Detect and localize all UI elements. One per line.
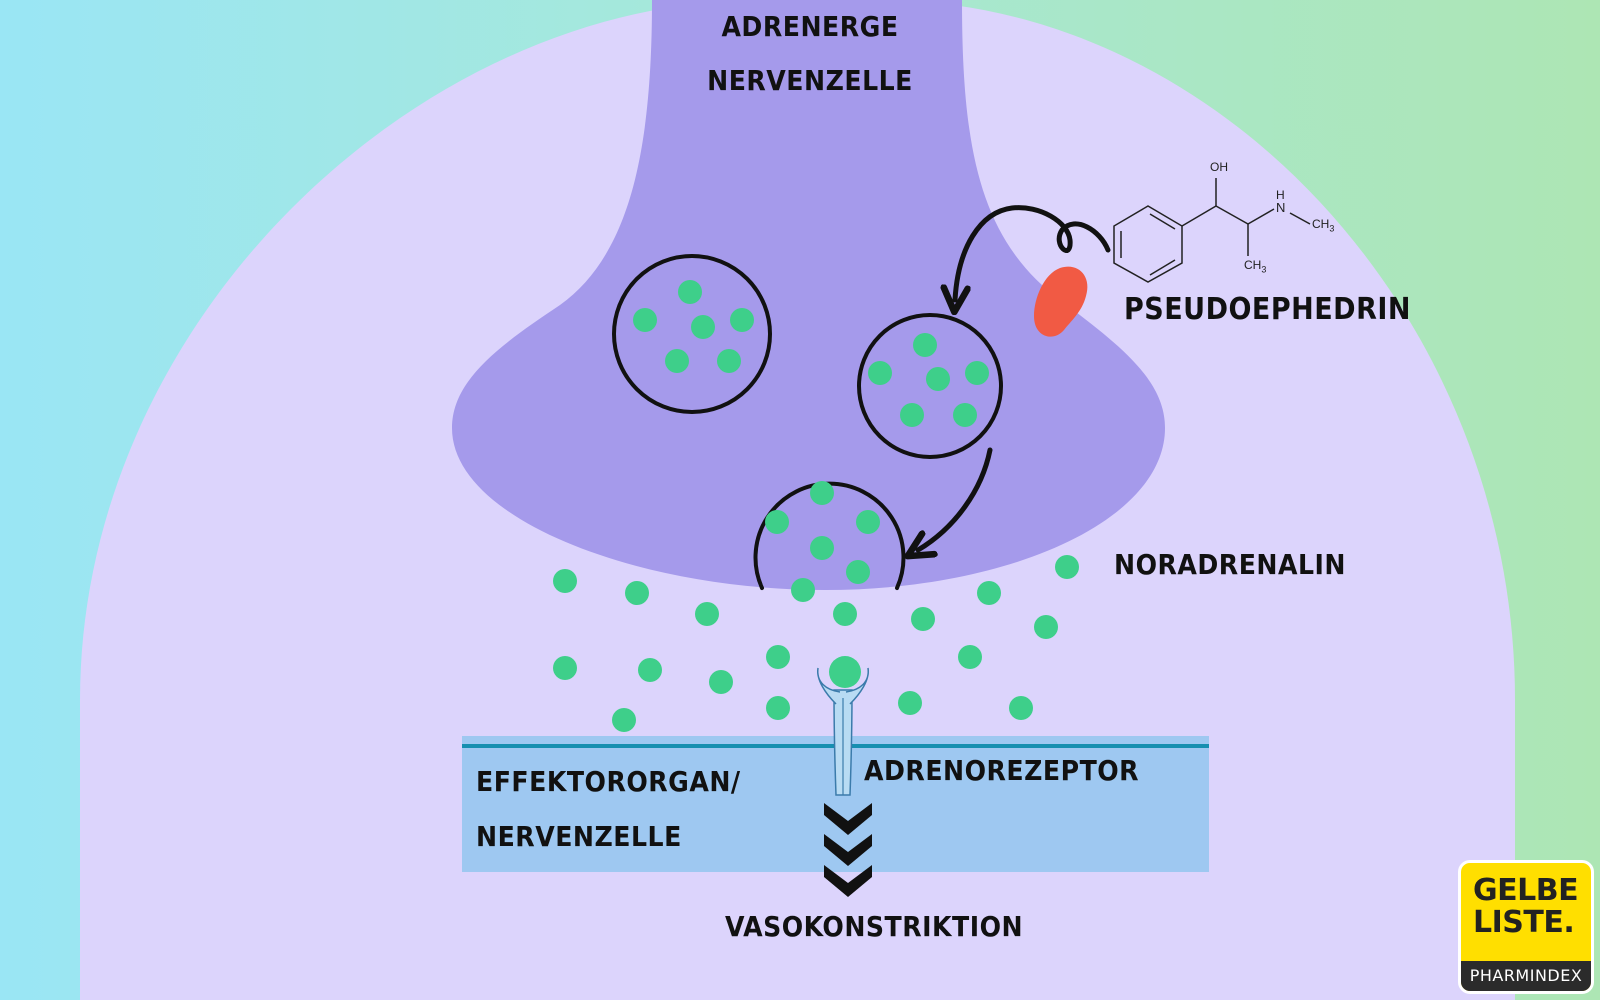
- noradrenalin-molecule: [717, 349, 741, 373]
- drug-label: PSEUDOEPHEDRIN: [1124, 292, 1411, 327]
- logo-text-line1: GELBE: [1473, 873, 1579, 908]
- effector-label-line2: NERVENZELLE: [476, 820, 682, 853]
- pseudoephedrin-molecule: [1034, 266, 1088, 337]
- vesicle: [612, 254, 772, 414]
- noradrenalin-molecule: [898, 691, 922, 715]
- noradrenalin-molecule: [678, 280, 702, 304]
- axon-terminal: [452, 0, 1165, 590]
- logo-subtitle: PHARMINDEX: [1461, 961, 1591, 991]
- noradrenalin-molecule: [730, 308, 754, 332]
- effect-label: VASOKONSTRIKTION: [725, 910, 1024, 943]
- noradrenalin-molecule: [665, 349, 689, 373]
- noradrenalin-molecule: [846, 560, 870, 584]
- noradrenalin-molecule: [1034, 615, 1058, 639]
- structure-formula: [1113, 178, 1311, 283]
- noradrenalin-molecule: [926, 367, 950, 391]
- noradrenalin-molecule: [638, 658, 662, 682]
- gelbe-liste-logo[interactable]: GELBE LISTE. PHARMINDEX: [1458, 860, 1594, 994]
- noradrenalin-molecule: [695, 602, 719, 626]
- logo-text-line2: LISTE.: [1473, 905, 1575, 940]
- noradrenalin-molecule: [1009, 696, 1033, 720]
- noradrenalin-molecule: [1055, 555, 1079, 579]
- noradrenalin-molecule: [612, 708, 636, 732]
- structure-oh: OH: [1210, 160, 1228, 174]
- structure-n: N: [1276, 200, 1286, 215]
- noradrenalin-molecule: [953, 403, 977, 427]
- noradrenalin-molecule: [633, 308, 657, 332]
- noradrenalin-molecule: [765, 510, 789, 534]
- noradrenalin-molecule: [791, 578, 815, 602]
- noradrenalin-molecule: [810, 536, 834, 560]
- noradrenalin-molecule: [810, 481, 834, 505]
- structure-h: H: [1276, 188, 1285, 202]
- neuron-label-line2: NERVENZELLE: [707, 64, 913, 97]
- noradrenalin-molecule: [833, 602, 857, 626]
- noradrenalin-molecule: [911, 607, 935, 631]
- noradrenalin-molecule: [913, 333, 937, 357]
- uptake-arrow: [955, 205, 1111, 300]
- adrenoreceptor: [817, 656, 869, 796]
- noradrenalin-molecule: [691, 315, 715, 339]
- noradrenalin-molecule: [868, 361, 892, 385]
- released-noradrenalin: [553, 555, 1079, 732]
- noradrenalin-molecule: [625, 581, 649, 605]
- noradrenalin-molecule: [856, 510, 880, 534]
- effector-label-line1: EFFEKTORORGAN/: [476, 765, 741, 798]
- neuron-label-line1: ADRENERGE: [721, 10, 899, 43]
- noradrenalin-molecule: [766, 696, 790, 720]
- noradrenalin-molecule: [553, 656, 577, 680]
- vesicle: [857, 313, 1003, 459]
- noradrenalin-molecule: [553, 569, 577, 593]
- noradrenalin-molecule: [958, 645, 982, 669]
- receptor-label: ADRENOREZEPTOR: [864, 754, 1140, 787]
- noradrenalin-molecule: [709, 670, 733, 694]
- release-arrow: [918, 447, 993, 550]
- bound-noradrenalin: [829, 656, 861, 688]
- noradrenalin-molecule: [977, 581, 1001, 605]
- noradrenalin-molecule: [766, 645, 790, 669]
- neurotransmitter-label: NORADRENALIN: [1114, 548, 1346, 581]
- fusing-vesicle: [753, 481, 906, 602]
- noradrenalin-molecule: [900, 403, 924, 427]
- signal-chevrons: [824, 803, 872, 897]
- structure-ch3-methyl: CH3: [1312, 217, 1335, 234]
- noradrenalin-molecule: [965, 361, 989, 385]
- structure-ch3-chain: CH3: [1244, 258, 1267, 275]
